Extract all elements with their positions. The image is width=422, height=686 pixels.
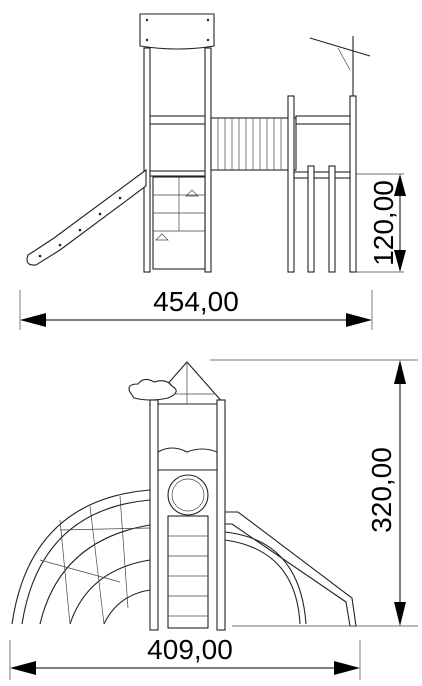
side-elevation [19,13,406,330]
dim-top-width: 454,00 [153,286,239,317]
front-elevation [9,359,418,680]
dim-top-height: 120,00 [368,180,399,266]
dim-bottom-height: 320,00 [366,447,397,533]
tunnel-ribs [217,118,289,170]
dim-bottom-width: 409,00 [147,634,233,665]
